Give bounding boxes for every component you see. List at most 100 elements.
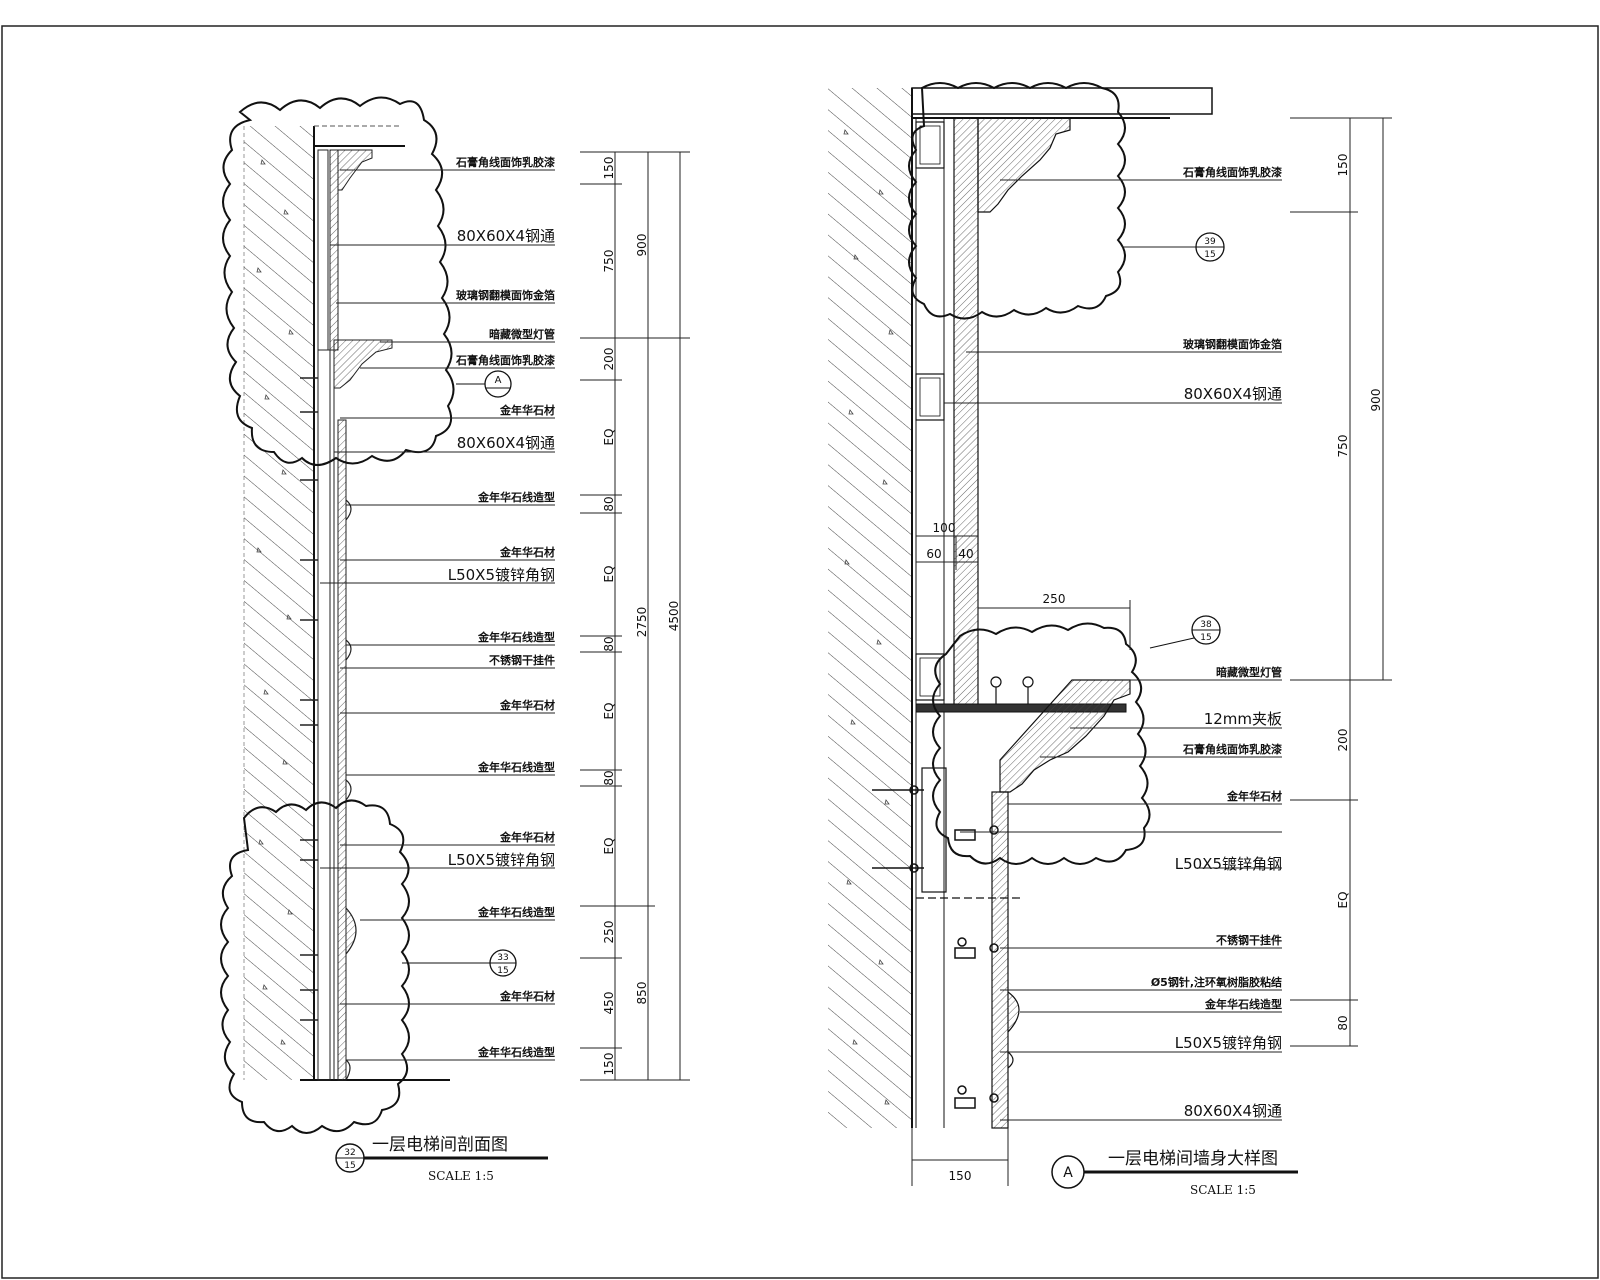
svg-text:15: 15 [497,966,508,976]
right-dimension-lines [911,117,1392,1186]
right-label-5: 12mm夹板 [1204,710,1282,728]
left-label-6: 金年华石材 [499,403,555,417]
callout-38: 38 15 [1149,615,1221,649]
svg-text:200: 200 [602,348,616,371]
left-label-16: L50X5镀锌角钢 [448,851,555,869]
right-detail-drawing: 39 15 38 15 [828,82,1392,1197]
left-aggregate-marks [256,159,294,1045]
callout-33: 33 15 [402,949,517,977]
right-label-2: 玻璃钢翻模面饰金箔 [1183,337,1282,351]
callout-39: 39 15 [1195,232,1225,262]
left-dimension-texts: 150 750 200 EQ 80 EQ 80 EQ 80 EQ 250 450… [602,157,681,1076]
right-label-13: 80X60X4钢通 [1184,1102,1282,1120]
left-label-19: 金年华石线造型 [477,1045,555,1059]
left-revision-cloud-top [222,96,455,466]
left-label-11: 金年华石线造型 [477,630,555,644]
right-aggregate-marks [843,129,894,1105]
right-revision-cloud-bottom [932,622,1151,865]
right-label-6: 石膏角线面饰乳胶漆 [1182,742,1282,756]
sheet-border [1,25,1599,1279]
right-scale: SCALE 1:5 [1190,1183,1256,1197]
svg-text:15: 15 [344,1161,355,1171]
right-label-4: 暗藏微型灯管 [1216,665,1282,679]
left-label-7: 80X60X4钢通 [457,434,555,452]
svg-text:EQ: EQ [602,702,616,719]
svg-text:80: 80 [1336,1015,1350,1030]
left-label-14: 金年华石线造型 [477,760,555,774]
svg-text:900: 900 [635,234,649,257]
svg-text:A: A [1063,1165,1073,1181]
right-title: 一层电梯间墙身大样图 [1108,1149,1278,1169]
svg-text:150: 150 [602,1053,616,1076]
right-label-7: 金年华石材 [1226,789,1282,803]
right-label-9: 不锈钢干挂件 [1216,933,1282,947]
right-anchor-bolts [872,785,999,1109]
svg-text:40: 40 [958,547,973,561]
left-label-13: 金年华石材 [499,698,555,712]
svg-text:900: 900 [1369,389,1383,412]
svg-text:450: 450 [602,992,616,1015]
svg-text:38: 38 [1200,620,1212,630]
right-label-11: 金年华石线造型 [1204,997,1282,1011]
svg-text:150: 150 [1336,154,1350,177]
svg-text:32: 32 [344,1148,355,1158]
svg-text:15: 15 [1204,250,1215,260]
right-label-10: Ø5钢针,注环氧树脂胶粘结 [1151,975,1282,989]
svg-text:150: 150 [949,1169,972,1183]
lower-plaster-cornice [999,679,1131,793]
right-label-12: L50X5镀锌角钢 [1175,1034,1282,1052]
svg-text:100: 100 [933,521,956,535]
svg-text:250: 250 [1043,592,1066,606]
left-label-10: L50X5镀锌角钢 [448,566,555,584]
left-dimension-lines [580,151,690,1081]
gilt-fiberglass-panel [953,117,979,709]
svg-text:39: 39 [1204,237,1216,247]
svg-text:15: 15 [1200,633,1211,643]
svg-text:33: 33 [497,953,508,963]
right-title-block: A 一层电梯间墙身大样图 SCALE 1:5 [1051,1149,1298,1197]
left-material-labels: 石膏角线面饰乳胶漆 80X60X4钢通 玻璃钢翻模面饰金箔 暗藏微型灯管 石膏角… [448,155,555,1059]
svg-text:EQ: EQ [602,837,616,854]
left-label-3: 玻璃钢翻模面饰金箔 [456,288,555,302]
stone-cladding [991,791,1009,1129]
svg-text:150: 150 [602,157,616,180]
left-label-5: 石膏角线面饰乳胶漆 [455,353,555,367]
svg-text:EQ: EQ [602,565,616,582]
svg-text:250: 250 [602,921,616,944]
left-leader-lines [320,169,555,1061]
left-revision-cloud-bottom [220,799,410,1134]
svg-text:4500: 4500 [667,601,681,632]
right-label-8: L50X5镀锌角钢 [1175,855,1282,873]
right-leader-lines [944,179,1282,1121]
svg-text:200: 200 [1336,729,1350,752]
left-section-drawing: A 33 15 [220,96,690,1183]
left-label-2: 80X60X4钢通 [457,227,555,245]
svg-text:850: 850 [635,982,649,1005]
right-label-1: 石膏角线面饰乳胶漆 [1182,165,1282,179]
svg-text:80: 80 [602,496,616,511]
svg-text:A: A [495,375,502,386]
callout-a-left: A [456,370,512,398]
left-label-8: 金年华石线造型 [477,490,555,504]
right-revision-cloud-top [908,82,1126,320]
left-anchor-bolts [300,377,318,1021]
left-concrete-wall [244,126,314,1080]
micro-light-tubes [990,676,1034,704]
svg-text:750: 750 [602,250,616,273]
left-label-9: 金年华石材 [499,545,555,559]
left-label-18: 金年华石材 [499,989,555,1003]
svg-text:60: 60 [926,547,941,561]
right-label-3: 80X60X4钢通 [1184,385,1282,403]
left-title-block: 32 15 一层电梯间剖面图 SCALE 1:5 [335,1135,548,1183]
svg-text:80: 80 [602,770,616,785]
svg-text:2750: 2750 [635,607,649,638]
left-scale: SCALE 1:5 [428,1169,494,1183]
svg-text:80: 80 [602,636,616,651]
svg-text:EQ: EQ [1336,891,1350,908]
right-dimension-texts: 150 750 200 EQ 80 900 100 60 40 250 150 [926,154,1383,1183]
left-label-12: 不锈钢干挂件 [489,653,555,667]
svg-text:EQ: EQ [602,428,616,445]
left-title: 一层电梯间剖面图 [372,1135,508,1155]
left-label-17: 金年华石线造型 [477,905,555,919]
